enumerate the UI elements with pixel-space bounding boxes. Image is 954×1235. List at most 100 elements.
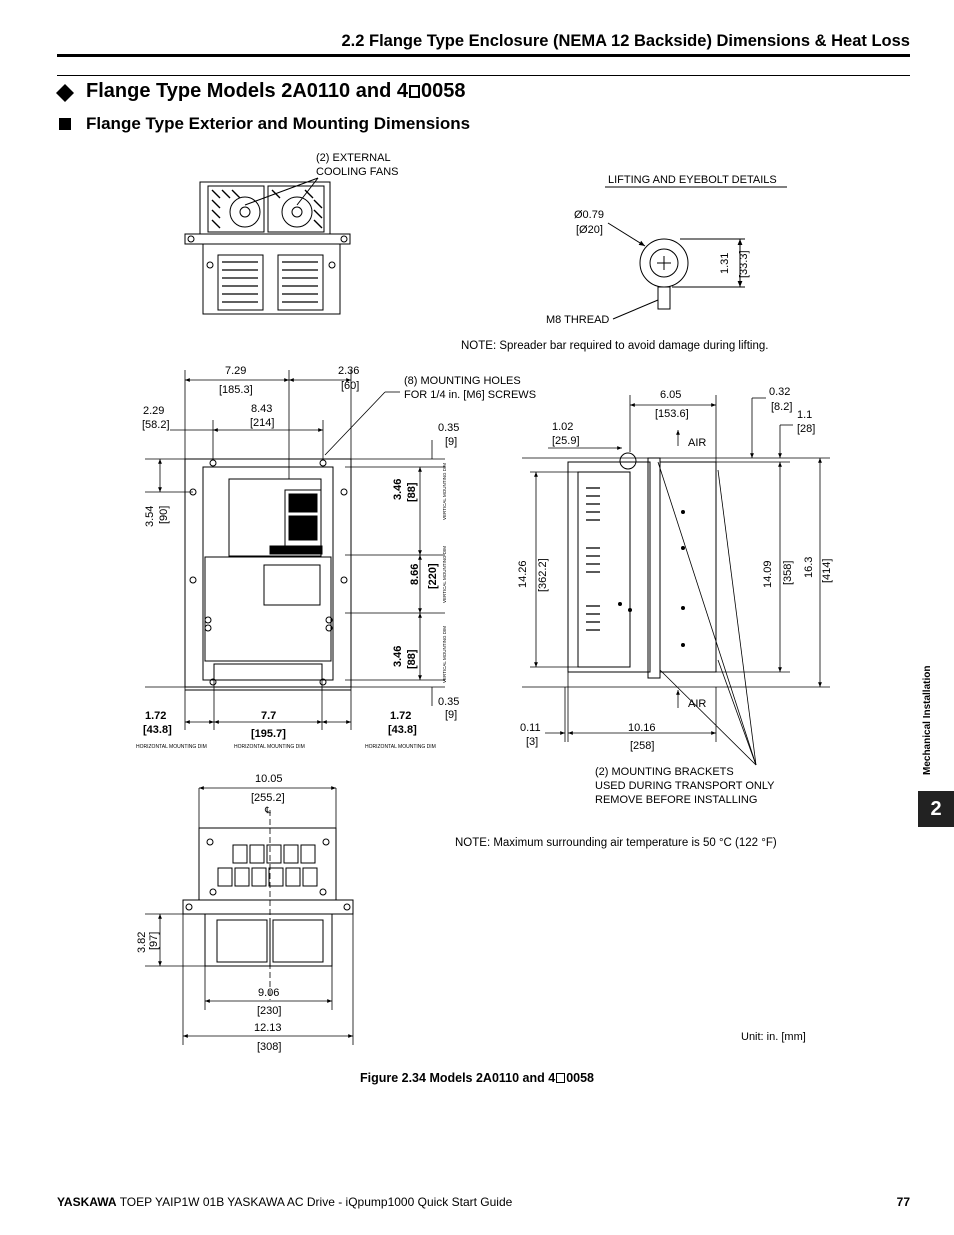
dim-729: 7.29: [225, 365, 246, 377]
figure-caption: Figure 2.34 Models 2A0110 and 4 0058: [0, 1071, 954, 1085]
dim-229-mm: [58.2]: [142, 419, 170, 431]
chapter-tab: 2: [918, 791, 954, 827]
horizontal-dim-label-1: HORIZONTAL MOUNTING DIM: [136, 744, 207, 750]
dim-035-bot: 0.35: [438, 696, 459, 708]
vertical-dim-label-1: VERTICAL MOUNTING DIM: [442, 463, 447, 520]
section-rule: [57, 75, 910, 76]
dim-172-left-mm: [43.8]: [143, 724, 172, 736]
vertical-dim-label-3: VERTICAL MOUNTING DIM: [442, 626, 447, 683]
note-temperature: NOTE: Maximum surrounding air temperatur…: [455, 837, 777, 849]
dim-906: 9.06: [258, 987, 279, 999]
footer-text: TOEP YAIP1W 01B YASKAWA AC Drive - iQpum…: [116, 1195, 513, 1209]
dim-011: 0.11: [520, 722, 541, 734]
dim-035-top: 0.35: [438, 422, 459, 434]
mounting-holes-label-1: (8) MOUNTING HOLES: [404, 375, 521, 387]
eyebolt-dia-mm: [Ø20]: [576, 224, 603, 236]
dim-843: 8.43: [251, 403, 272, 415]
dim-035-bot-mm: [9]: [445, 709, 457, 721]
eyebolt-dia: Ø0.79: [574, 209, 604, 221]
top-view: [184, 181, 351, 315]
dim-229: 2.29: [143, 405, 164, 417]
side-view: [567, 452, 717, 679]
dim-1213: 12.13: [254, 1022, 282, 1034]
dim-102: 1.02: [552, 421, 573, 433]
header-rule: [57, 54, 910, 57]
dim-032-mm: [8.2]: [771, 401, 792, 413]
dim-1016-mm: [258]: [630, 740, 654, 752]
fan-right-icon: [271, 189, 323, 229]
horizontal-dim-label-3: HORIZONTAL MOUNTING DIM: [365, 744, 436, 750]
side-dim-lines: [522, 395, 830, 766]
dim-1213-mm: [308]: [257, 1041, 281, 1053]
dim-77-mm: [195.7]: [251, 728, 286, 740]
eyebolt-icon: [639, 238, 689, 310]
dim-382: 3.82: [136, 932, 148, 953]
dim-354: 3.54: [144, 506, 156, 527]
dim-163: 16.3: [803, 557, 815, 578]
dim-1409-mm: [358]: [782, 561, 794, 585]
dim-906-mm: [230]: [257, 1005, 281, 1017]
dim-1005: 10.05: [255, 773, 283, 785]
side-view-dots: [618, 510, 685, 647]
horizontal-dim-label-2: HORIZONTAL MOUNTING DIM: [234, 744, 305, 750]
dim-102-mm: [25.9]: [552, 435, 580, 447]
centerline-symbol: ℄: [264, 805, 271, 815]
dim-729-mm: [185.3]: [219, 384, 253, 396]
dim-172-right-mm: [43.8]: [388, 724, 417, 736]
dim-163-mm: [414]: [821, 559, 833, 583]
mounting-holes-label-2: FOR 1/4 in. [M6] SCREWS: [404, 389, 536, 401]
fans-leader-2: [296, 177, 319, 206]
front-dim-lines: [145, 370, 445, 730]
keypad-icon: [269, 489, 323, 555]
dim-346-bot-mm: [88]: [406, 649, 418, 669]
dim-032: 0.32: [769, 386, 790, 398]
side-tab-label: Mechanical Installation: [922, 665, 933, 775]
page-number: 77: [896, 1195, 910, 1209]
dim-354-mm: [90]: [158, 506, 170, 524]
bottom-view-holes: [185, 838, 351, 911]
brackets-label-1: (2) MOUNTING BRACKETS: [595, 766, 734, 778]
brackets-label-2: USED DURING TRANSPORT ONLY: [595, 780, 775, 792]
dim-346-top-mm: [88]: [406, 482, 418, 502]
note-lifting: NOTE: Spreader bar required to avoid dam…: [461, 340, 768, 352]
dim-382-mm: [97]: [148, 932, 160, 950]
dim-11: 1.1: [797, 409, 812, 421]
box-symbol-icon: [408, 85, 420, 98]
dim-866-mm: [220]: [427, 563, 439, 589]
heading-suffix: 0058: [420, 80, 466, 102]
unit-label: Unit: in. [mm]: [741, 1031, 806, 1043]
cooling-fans-label-1: (2) EXTERNAL: [316, 152, 391, 164]
dim-1426-mm: [362.2]: [537, 558, 549, 592]
dim-236-mm: [60]: [341, 380, 359, 392]
air-top-label: AIR: [688, 437, 706, 449]
side-view-vents: [586, 487, 600, 631]
dim-1016: 10.16: [628, 722, 656, 734]
dim-605-mm: [153.6]: [655, 408, 689, 420]
dim-035-top-mm: [9]: [445, 436, 457, 448]
heading-prefix: Flange Type Models 2A0110 and 4: [86, 80, 408, 102]
fans-leader: [244, 177, 319, 206]
dim-346-bot: 3.46: [392, 646, 404, 667]
eyebolt-height-mm: [33.3]: [738, 250, 750, 278]
square-bullet-icon: [59, 118, 71, 130]
footer: YASKAWA TOEP YAIP1W 01B YASKAWA AC Drive…: [57, 1195, 512, 1209]
vertical-dim-label-2: VERTICAL MOUNTING DIM: [442, 546, 447, 603]
fan-left-icon: [211, 189, 261, 229]
box-symbol-icon: [556, 1073, 566, 1083]
caption-prefix: Figure 2.34 Models 2A0110 and 4: [359, 1071, 556, 1085]
top-view-holes: [187, 235, 348, 269]
cooling-fans-label-2: COOLING FANS: [316, 166, 399, 178]
bottom-dim-lines: [145, 786, 354, 1045]
caption-suffix: 0058: [566, 1071, 595, 1085]
terminal-block-icon: [217, 844, 318, 887]
dim-843-mm: [214]: [250, 417, 274, 429]
dim-866: 8.66: [409, 564, 421, 585]
dim-346-top: 3.46: [392, 479, 404, 500]
dim-77: 7.7: [261, 710, 276, 722]
dim-1005-mm: [255.2]: [251, 792, 285, 804]
footer-brand: YASKAWA: [57, 1195, 117, 1209]
dim-605: 6.05: [660, 389, 681, 401]
dim-236: 2.36: [338, 365, 359, 377]
front-view-holes: [189, 459, 348, 686]
